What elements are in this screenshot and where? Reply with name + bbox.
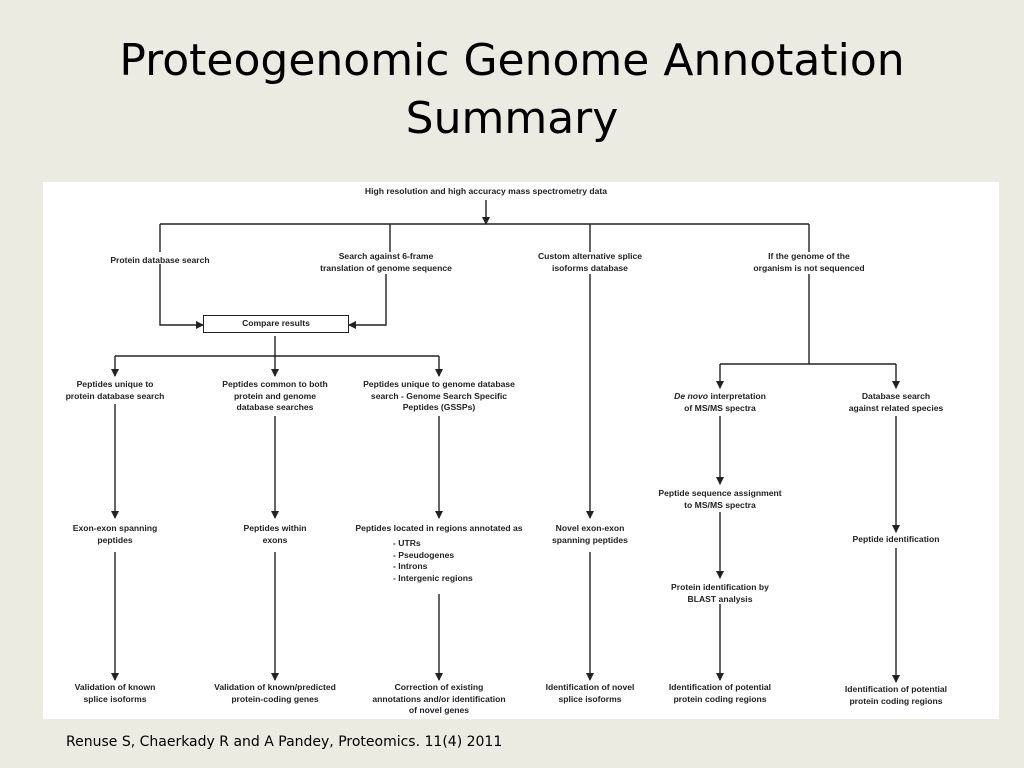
citation: Renuse S, Chaerkady R and A Pandey, Prot…: [66, 734, 503, 750]
regions-list: - UTRs - Pseudogenes - Introns - Interge…: [393, 538, 473, 584]
node-genome-not-sequenced: If the genome of the organism is not seq…: [753, 251, 865, 273]
node-validation-genes: Validation of known/predicted protein-co…: [214, 682, 336, 704]
node-potential-coding-1: Identification of potential protein codi…: [668, 682, 772, 704]
node-exon-exon: Exon-exon spanning peptides: [72, 523, 158, 545]
node-novel-exon: Novel exon-exon spanning peptides: [552, 523, 628, 545]
node-ms-data: High resolution and high accuracy mass s…: [364, 186, 608, 196]
title-line-1: Proteogenomic Genome Annotation: [119, 35, 905, 86]
flowchart-panel: High resolution and high accuracy mass s…: [43, 182, 999, 719]
node-six-frame-search: Search against 6-frame translation of ge…: [320, 251, 452, 273]
node-novel-splice: Identification of novel splice isoforms: [545, 682, 635, 704]
regions-list-item: - UTRs: [393, 538, 421, 548]
regions-list-item: - Introns: [393, 561, 428, 571]
node-potential-coding-2: Identification of potential protein codi…: [844, 684, 948, 706]
denovo-rest: interpretation: [708, 391, 766, 401]
denovo-italic: De novo: [674, 391, 709, 401]
regions-list-item: - Pseudogenes: [393, 549, 455, 560]
edge-protein-compare: [159, 264, 204, 329]
node-common-both: Peptides common to both protein and geno…: [222, 379, 328, 412]
node-validation-splice: Validation of known splice isoforms: [74, 682, 156, 704]
node-denovo: De novo interpretation of MS/MS spectra: [674, 391, 766, 413]
node-protein-id-blast: Protein identification by BLAST analysis: [671, 582, 769, 604]
node-located-regions: Peptides located in regions annotated as: [355, 523, 523, 533]
node-unique-protein: Peptides unique to protein database sear…: [65, 379, 165, 401]
node-within-exons: Peptides within exons: [243, 523, 307, 545]
flowchart-connectors: [111, 200, 900, 683]
node-compare-results: Compare results: [203, 315, 349, 333]
page-title: Proteogenomic Genome Annotation Summary: [0, 32, 1024, 148]
node-peptide-id: Peptide identification: [852, 534, 940, 544]
node-seq-assign: Peptide sequence assignment to MS/MS spe…: [658, 488, 782, 510]
regions-list-item: - Intergenic regions: [393, 572, 473, 583]
edge-sixframe-compare: [348, 274, 387, 329]
node-unique-genome: Peptides unique to genome database searc…: [363, 379, 515, 412]
node-protein-db-search: Protein database search: [110, 255, 210, 265]
node-custom-splice-db: Custom alternative splice isoforms datab…: [537, 251, 643, 273]
title-line-2: Summary: [405, 93, 619, 144]
node-db-related-species: Database search against related species: [848, 391, 944, 413]
node-correction: Correction of existing annotations and/o…: [372, 682, 506, 715]
